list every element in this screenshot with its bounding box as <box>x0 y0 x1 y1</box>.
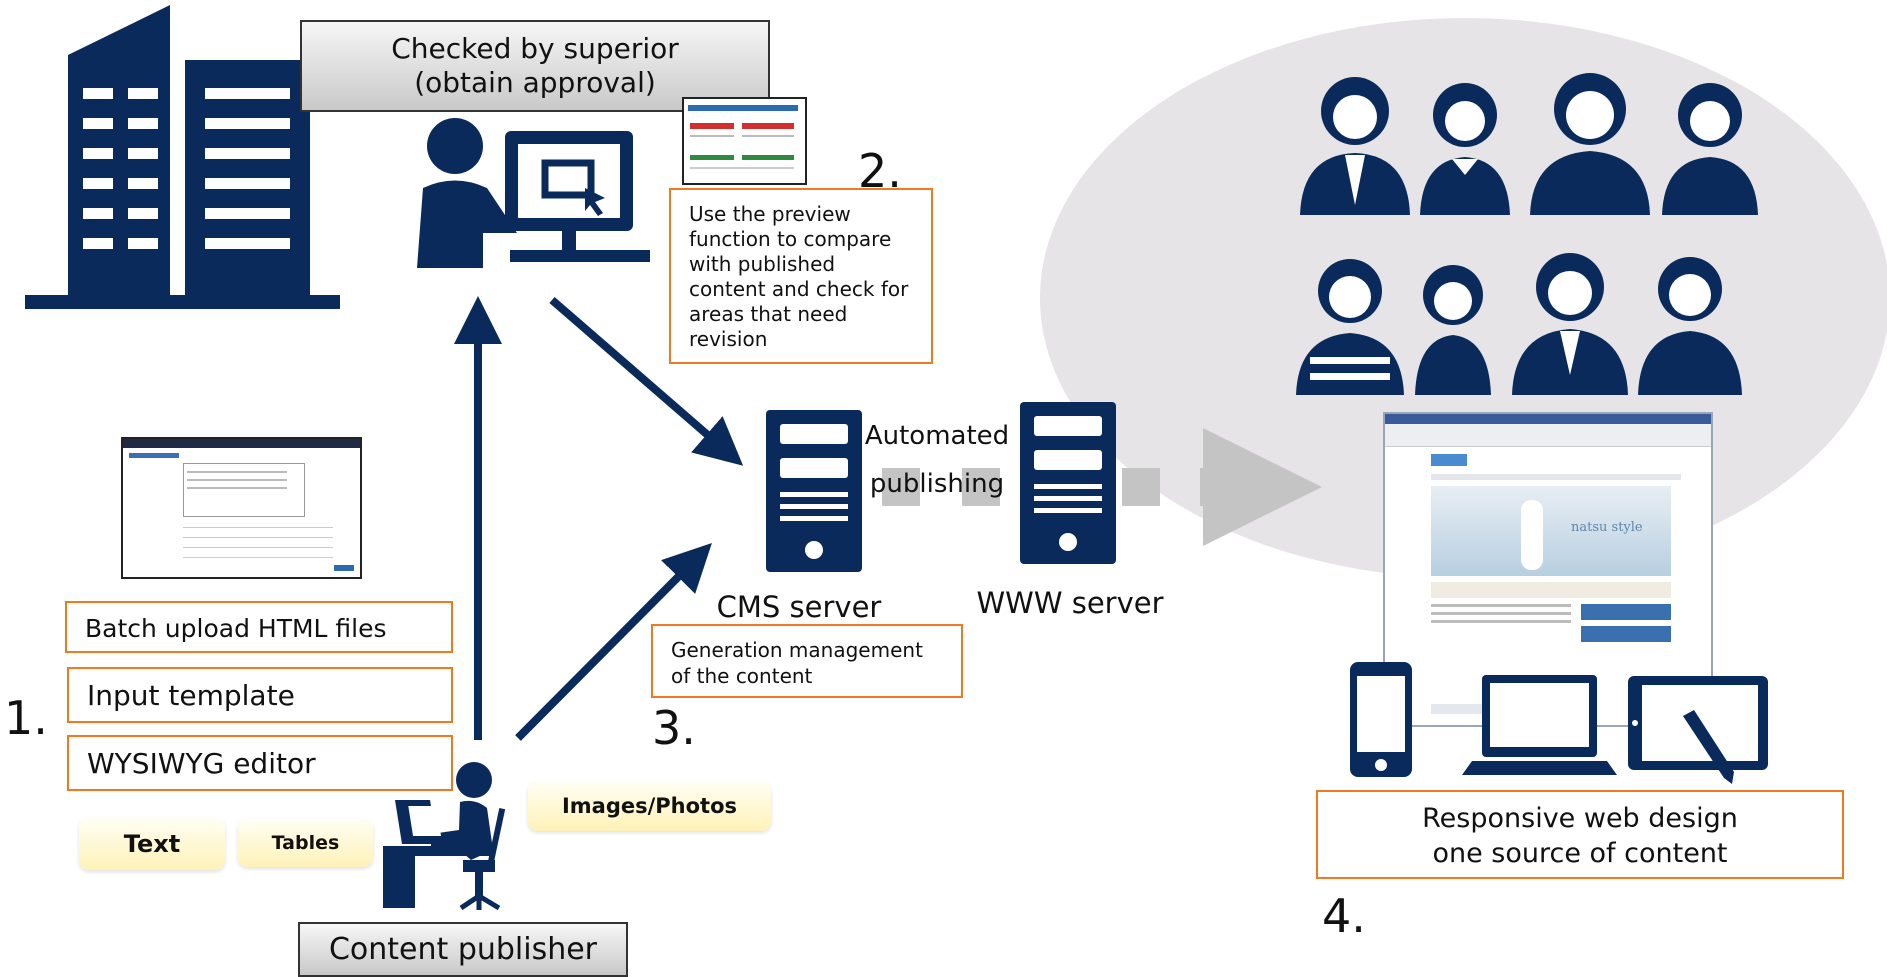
preview-note-text: Use the preview function to compare with… <box>689 202 909 351</box>
automated-line2: publishing <box>869 469 1005 499</box>
batch-upload-box: Batch upload HTML files <box>65 601 453 653</box>
step-number-3: 3. <box>652 701 696 755</box>
website-hero-text: natsu style <box>1571 520 1643 535</box>
wysiwyg-editor-label: WYSIWYG editor <box>87 747 316 780</box>
step-number-2: 2. <box>858 144 902 198</box>
arrow-publisher-to-cms <box>515 542 712 741</box>
generation-note-text: Generation management of the content <box>671 638 923 688</box>
approval-line2: (obtain approval) <box>414 66 656 99</box>
generation-note: Generation management of the content <box>651 624 963 698</box>
content-publisher-text: Content publisher <box>328 932 598 967</box>
input-template-label: Input template <box>87 679 295 712</box>
step-number-4: 4. <box>1322 889 1366 943</box>
audience-people-icon <box>1296 73 1758 395</box>
www-server-label: WWW server <box>976 586 1164 620</box>
person-computer-icon <box>417 118 650 268</box>
smartphone-icon <box>1350 662 1412 777</box>
cms-server-icon <box>766 410 862 572</box>
content-publisher-label: Content publisher <box>298 922 628 977</box>
cms-server-label: CMS server <box>716 590 882 624</box>
approval-line1: Checked by superior <box>391 32 679 65</box>
approval-label: Checked by superior (obtain approval) <box>300 20 770 112</box>
automated-line1: Automated <box>864 421 1010 451</box>
responsive-line2: one source of content <box>1432 838 1728 869</box>
arrow-approval-to-cms <box>549 296 744 466</box>
editor-screenshot <box>121 437 362 579</box>
automated-publishing-label: Automated publishing <box>862 412 1012 508</box>
www-server-icon <box>1020 402 1116 564</box>
preview-screenshot <box>682 97 807 185</box>
step-number-1: 1. <box>4 691 48 745</box>
tables-tag: Tables <box>238 819 373 867</box>
responsive-line1: Responsive web design <box>1422 803 1738 834</box>
website-screenshot: natsu style <box>1383 412 1713 727</box>
text-tag: Text <box>79 818 225 870</box>
publishing-arrow <box>882 428 1322 546</box>
images-photos-tag: Images/Photos <box>528 781 771 831</box>
publisher-desk-icon <box>383 762 506 911</box>
batch-upload-label: Batch upload HTML files <box>85 614 387 643</box>
building-icon <box>25 5 340 309</box>
laptop-icon <box>1462 675 1617 775</box>
tablet-icon <box>1628 676 1768 784</box>
responsive-note: Responsive web design one source of cont… <box>1316 790 1844 879</box>
preview-note: Use the preview function to compare with… <box>669 188 933 364</box>
input-template-box: Input template <box>67 667 453 723</box>
wysiwyg-editor-box: WYSIWYG editor <box>67 735 453 791</box>
